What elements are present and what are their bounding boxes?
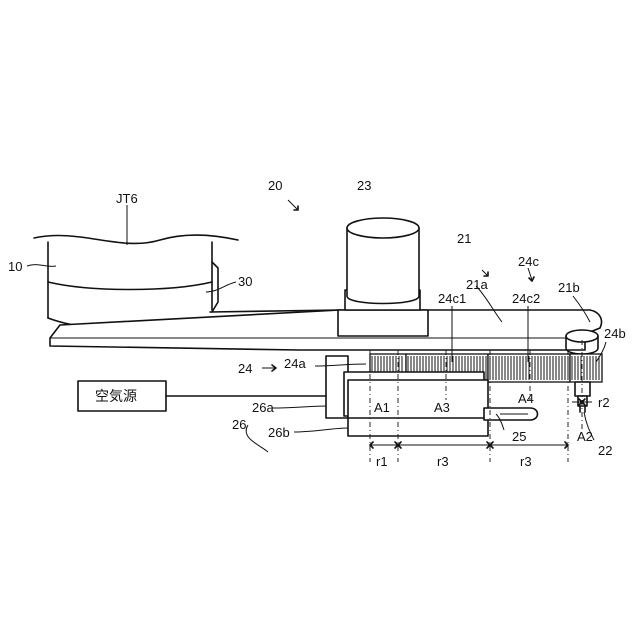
- label-26a: 26a: [252, 400, 274, 415]
- label-23: 23: [357, 178, 371, 193]
- label-21: 21: [457, 231, 471, 246]
- label-a2: A2: [577, 429, 593, 444]
- label-21a: 21a: [466, 277, 488, 292]
- robot-arm-10: [34, 235, 238, 330]
- label-r1: r1: [376, 454, 388, 469]
- label-22: 22: [598, 443, 612, 458]
- label-30: 30: [238, 274, 252, 289]
- label-24c: 24c: [518, 254, 539, 269]
- label-26: 26: [232, 417, 246, 432]
- label-26b: 26b: [268, 425, 290, 440]
- label-10: 10: [8, 259, 22, 274]
- label-24: 24: [238, 361, 252, 376]
- label-20: 20: [268, 178, 282, 193]
- actuator-23: [338, 218, 428, 336]
- label-24a: 24a: [284, 356, 306, 371]
- label-r3-b: r3: [520, 454, 532, 469]
- label-r2: r2: [598, 395, 610, 410]
- label-24c1: 24c1: [438, 291, 466, 306]
- label-24c2: 24c2: [512, 291, 540, 306]
- plate-21a: [50, 310, 602, 350]
- label-a1: A1: [374, 400, 390, 415]
- spindle-22: [575, 382, 590, 412]
- finger-25: [484, 408, 538, 420]
- bracket-30: [212, 262, 218, 312]
- label-25: 25: [512, 429, 526, 444]
- label-a4: A4: [518, 391, 534, 406]
- label-a3: A3: [434, 400, 450, 415]
- label-r3-a: r3: [437, 454, 449, 469]
- label-jt6: JT6: [116, 191, 138, 206]
- label-24b: 24b: [604, 326, 626, 341]
- label-air-source: 空気源: [95, 389, 137, 405]
- label-21b: 21b: [558, 280, 580, 295]
